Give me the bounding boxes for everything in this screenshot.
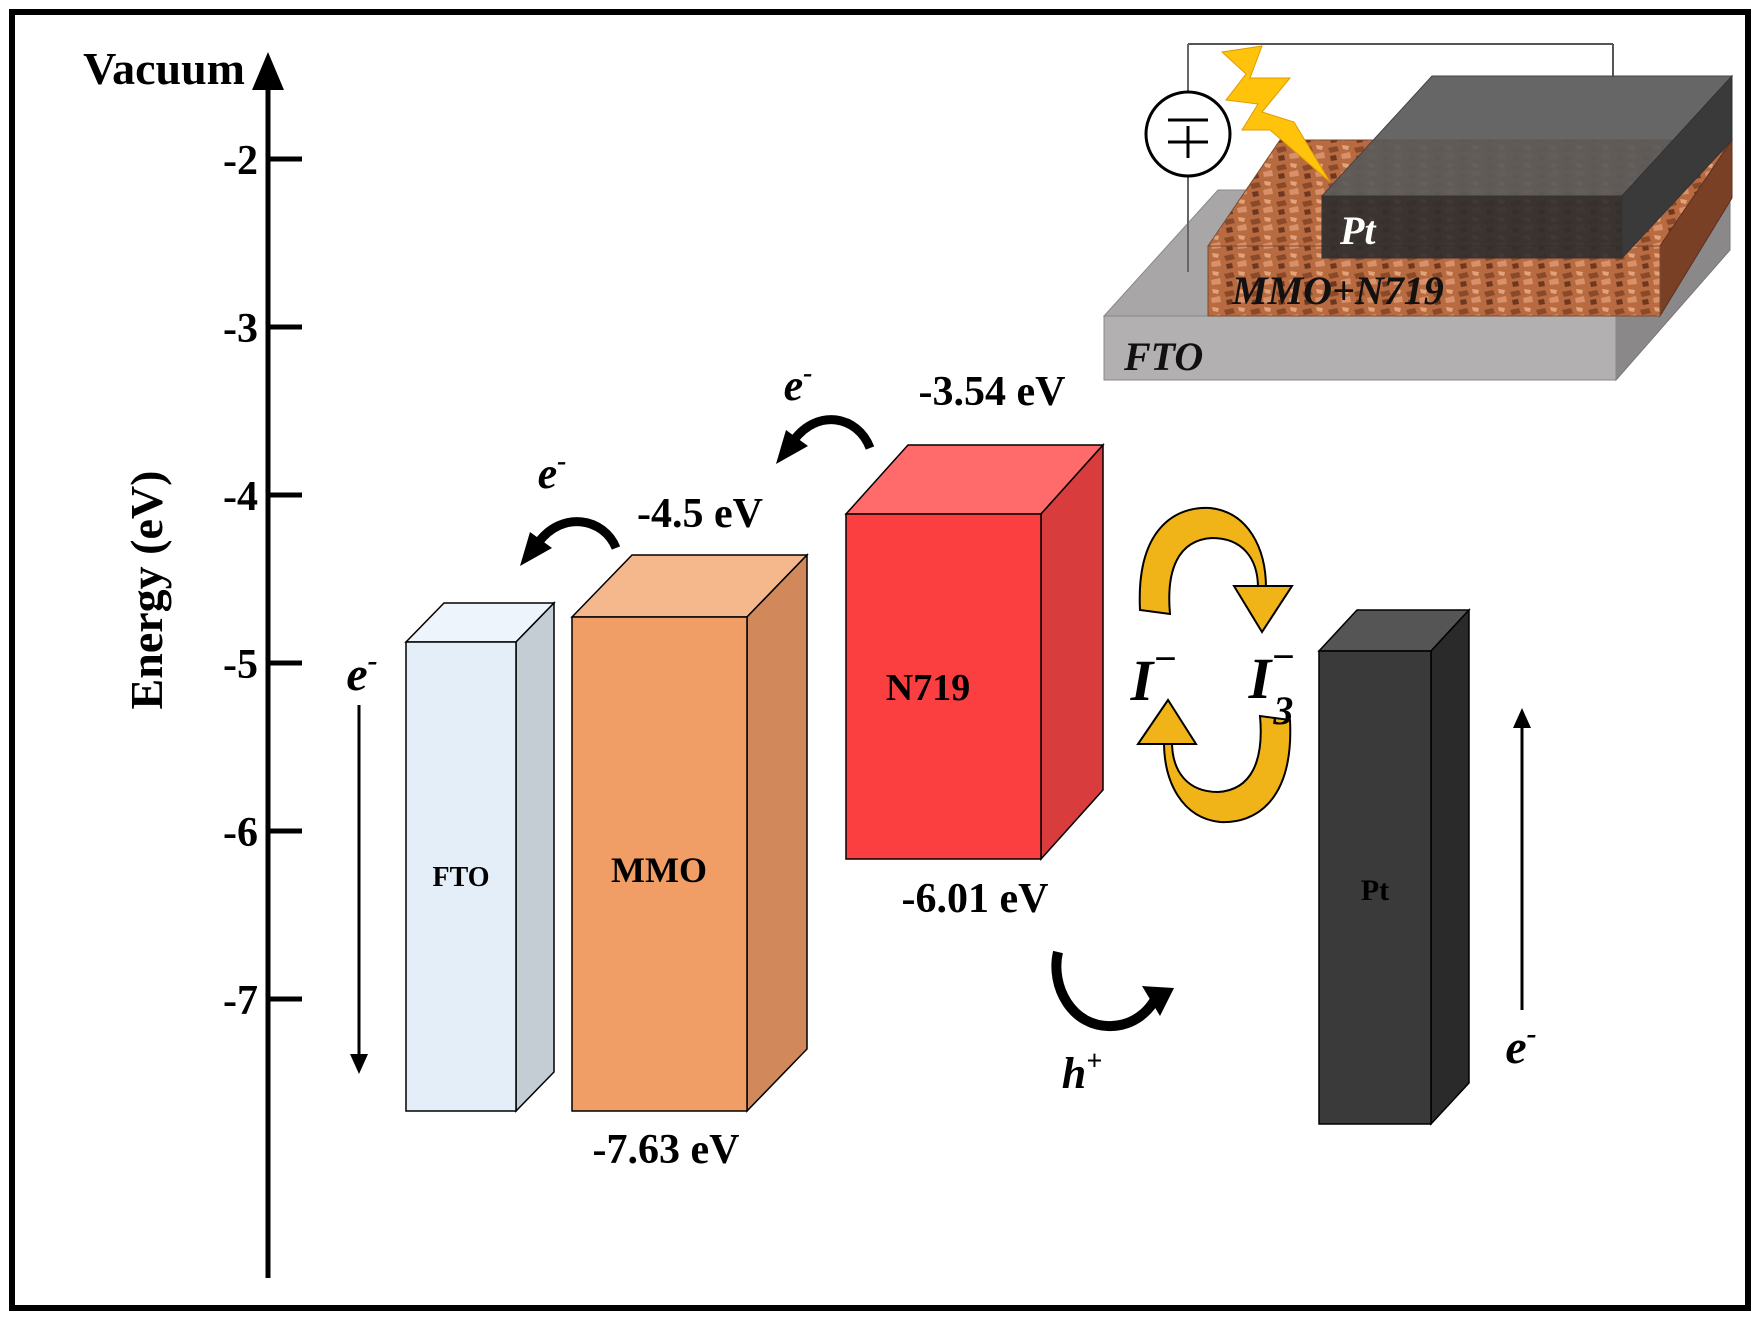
device-schematic-inset: Pt MMO+N719 FTO — [1102, 43, 1734, 382]
lightning-bolt-icon — [1220, 45, 1331, 183]
mmo-block-side — [746, 553, 808, 1113]
n719-block-label: N719 — [886, 667, 970, 709]
axis-title: Energy (eV) — [121, 471, 172, 710]
pt-block-label: Pt — [1361, 874, 1389, 907]
inset-fto-label: FTO — [1123, 334, 1203, 379]
hole-transfer: h+ — [1051, 950, 1174, 1098]
tick-label: -3 — [223, 306, 258, 352]
axis-arrowhead — [252, 52, 284, 90]
arrowhead-icon — [350, 1054, 368, 1074]
iodide-label: I− — [1130, 636, 1178, 713]
electron-label: e- — [346, 644, 377, 701]
tick-label: -6 — [223, 810, 258, 856]
energy-axis: Vacuum -2 -3 -4 -5 -6 -7 Energy (eV) — [83, 43, 302, 1278]
triiodide-label: I−3 — [1248, 634, 1296, 733]
mmo-vb-level-label: -7.63 eV — [593, 1127, 740, 1173]
pt-electrode-front — [1321, 195, 1623, 259]
fto-block-front — [405, 641, 517, 1112]
mmo-cb-level-label: -4.5 eV — [637, 491, 763, 537]
arrowhead-icon — [1142, 986, 1174, 1016]
arrowhead-icon — [776, 430, 808, 464]
n719-homo-level-label: -6.01 eV — [902, 876, 1049, 922]
figure-frame — [9, 9, 1751, 1311]
inset-pt-label: Pt — [1339, 208, 1377, 253]
electron-label: e- — [538, 446, 567, 498]
pt-block-side — [1430, 608, 1470, 1126]
mmo-block-label: MMO — [611, 850, 707, 890]
tick-label: -4 — [223, 474, 258, 520]
axis-vacuum-label: Vacuum — [83, 43, 245, 94]
pt-electron-flow: e- — [1505, 708, 1537, 1074]
curved-arrow-icon — [790, 415, 875, 450]
electron-transfer-mmo-to-fto: e- — [520, 446, 621, 566]
fto-block-label: FTO — [432, 862, 489, 893]
pt-block: Pt — [1317, 608, 1471, 1126]
inset-active-layer-label: MMO+N719 — [1231, 268, 1444, 313]
arrowhead-icon — [1513, 708, 1531, 728]
n719-lumo-level-label: -3.54 eV — [919, 369, 1066, 415]
tick-label: -7 — [223, 978, 258, 1024]
pt-block-front — [1318, 650, 1432, 1125]
n719-block-front — [845, 513, 1042, 860]
fto-electron-flow: e- — [346, 644, 378, 1074]
arrowhead-icon — [1232, 585, 1294, 634]
curved-arrow-icon — [1051, 950, 1161, 1032]
electron-transfer-n719-to-mmo: e- — [776, 358, 875, 464]
redox-cycle: I− I−3 — [1130, 506, 1296, 824]
mmo-block: MMO — [570, 553, 809, 1113]
curved-arrow-icon — [534, 517, 621, 550]
axis-ticks: -2 -3 -4 -5 -6 -7 — [223, 138, 302, 1024]
hole-label: h+ — [1062, 1046, 1102, 1098]
arrowhead-icon — [1136, 698, 1198, 745]
tick-label: -5 — [223, 642, 258, 688]
tick-label: -2 — [223, 138, 258, 184]
n719-block-side — [1040, 443, 1104, 861]
fto-block-side — [515, 601, 555, 1113]
electron-label: e- — [1505, 1017, 1536, 1074]
electron-label: e- — [784, 358, 813, 410]
n719-block: N719 — [844, 443, 1105, 861]
fto-substrate-front — [1103, 315, 1617, 381]
arrowhead-icon — [520, 532, 552, 566]
fto-block: FTO — [404, 601, 556, 1113]
mmo-block-front — [571, 616, 748, 1112]
